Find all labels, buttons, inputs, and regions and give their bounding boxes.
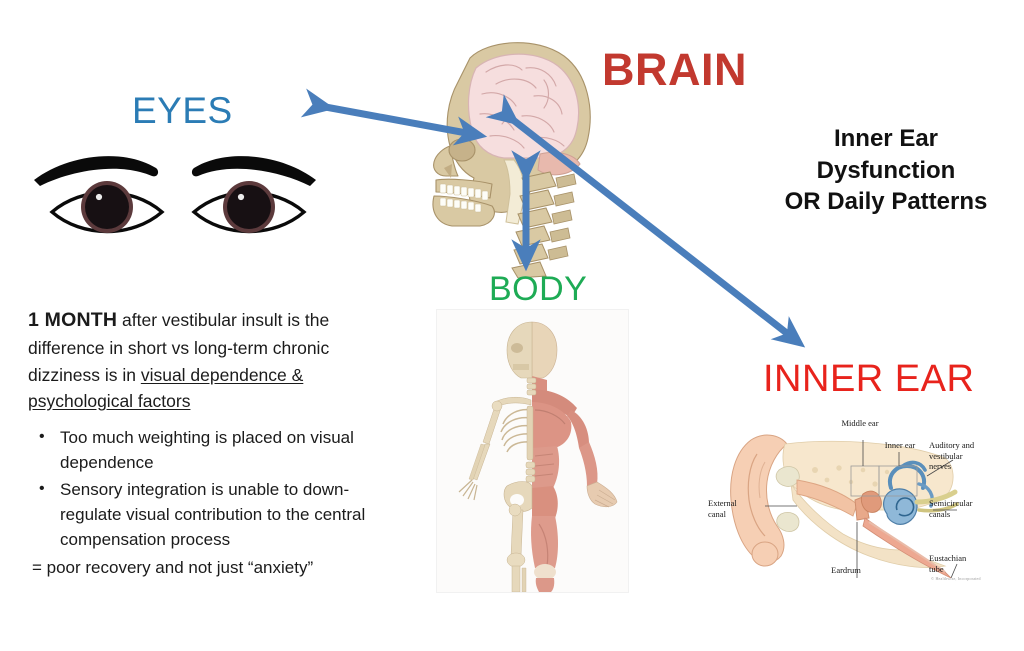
- inner-ear-dysfunction-block: Inner Ear Dysfunction OR Daily Patterns: [760, 123, 1012, 218]
- dysfunction-line-2: Dysfunction: [816, 156, 956, 184]
- paragraph-lead: 1 MONTH: [28, 309, 118, 331]
- eyes-illustration: [34, 156, 316, 234]
- skull-brain-illustration: [432, 42, 591, 278]
- ear-diagram-copyright: © Healthwise, Incorporated: [931, 576, 981, 581]
- ear-label-middle-ear: Middle ear: [841, 418, 879, 428]
- dysfunction-line-3: OR Daily Patterns: [784, 188, 988, 216]
- ear-label-eustachian-tube: Eustachian tube: [929, 553, 967, 574]
- body-anatomy-image: [437, 310, 628, 593]
- ear-label-auditory-nerves: Auditory and vestibular nerves: [929, 440, 975, 472]
- list-item: Too much weighting is placed on visual d…: [32, 425, 382, 476]
- paragraph-emphasis: visual dependence & psychological factor…: [28, 364, 304, 411]
- conclusion-line: = poor recovery and not just “anxiety”: [32, 558, 314, 577]
- label-eyes: EYES: [132, 90, 233, 131]
- inner-ear-diagram: Middle ear Inner ear Auditory and vestib…: [705, 418, 1010, 583]
- ear-label-inner-ear: Inner ear: [884, 440, 916, 450]
- ear-label-eardrum: Eardrum: [831, 565, 861, 575]
- dysfunction-line-1: Inner Ear: [833, 125, 939, 152]
- ear-label-external-canal: External canal: [708, 498, 737, 519]
- label-inner-ear: INNER EAR: [763, 358, 975, 400]
- list-item: Sensory integration is unable to down-re…: [32, 477, 382, 553]
- bullet-list: Too much weighting is placed on visual d…: [32, 425, 382, 555]
- main-paragraph: 1 MONTH after vestibular insult is the d…: [28, 306, 373, 414]
- label-body: BODY: [489, 270, 588, 308]
- label-brain: BRAIN: [602, 44, 747, 95]
- ear-label-semicircular-canals: Semicircular canals: [929, 498, 973, 519]
- paragraph-body: after vestibular insult is the differenc…: [28, 310, 330, 385]
